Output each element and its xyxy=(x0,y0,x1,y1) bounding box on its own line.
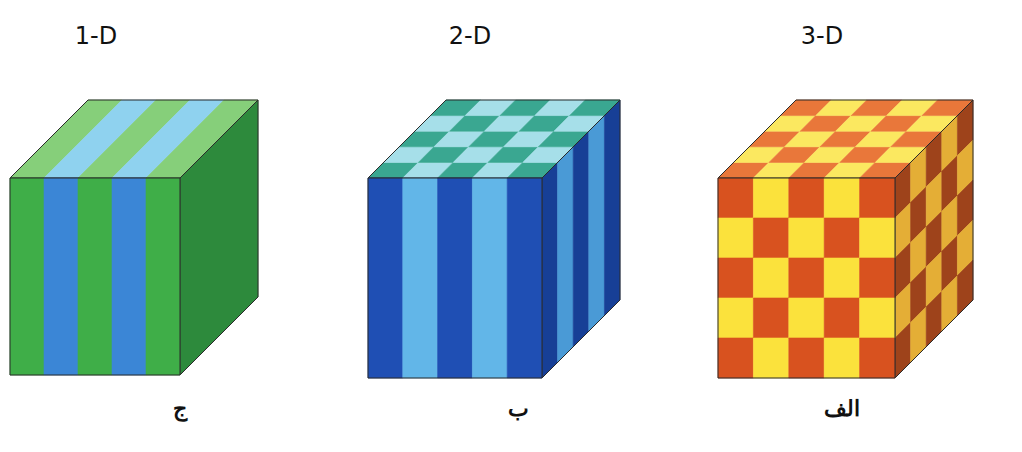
front-face-outline xyxy=(10,178,180,375)
front-face xyxy=(718,178,753,218)
front-face xyxy=(789,298,824,338)
front-face xyxy=(753,258,788,298)
panel-letter: ب xyxy=(508,395,529,421)
two-d-cube xyxy=(368,100,620,378)
front-face xyxy=(824,258,859,298)
front-face xyxy=(10,178,44,375)
side-face xyxy=(558,147,574,363)
front-face xyxy=(753,218,788,258)
front-face xyxy=(472,178,507,378)
front-face xyxy=(718,298,753,338)
side-face xyxy=(589,116,605,332)
front-face xyxy=(507,178,542,378)
front-face xyxy=(146,178,180,375)
front-face xyxy=(789,258,824,298)
front-face xyxy=(824,338,859,378)
front-face xyxy=(860,338,895,378)
one-d-cube xyxy=(10,100,258,375)
front-face xyxy=(789,178,824,218)
front-face xyxy=(789,218,824,258)
front-face xyxy=(860,178,895,218)
front-face-outline xyxy=(718,178,895,378)
front-face xyxy=(718,218,753,258)
front-face xyxy=(718,338,753,378)
dimension-label: 2-D xyxy=(449,22,491,51)
side-face xyxy=(573,131,589,347)
dimension-label: 1-D xyxy=(75,22,117,51)
side-face xyxy=(604,100,620,316)
front-face xyxy=(44,178,78,375)
front-face-outline xyxy=(368,178,542,378)
front-face xyxy=(753,338,788,378)
side-face xyxy=(542,162,558,378)
front-face xyxy=(824,178,859,218)
panel-letter: الف xyxy=(824,395,860,421)
front-face xyxy=(789,338,824,378)
top-face-outline xyxy=(718,100,973,178)
front-face xyxy=(860,218,895,258)
panel-letter: ج xyxy=(173,395,187,421)
front-face xyxy=(860,258,895,298)
three-d-cube xyxy=(718,100,973,378)
front-face xyxy=(403,178,438,378)
front-face xyxy=(753,298,788,338)
front-face xyxy=(438,178,473,378)
top-face xyxy=(146,100,258,178)
front-face xyxy=(368,178,403,378)
top-face-outline xyxy=(368,100,620,178)
front-face xyxy=(112,178,146,375)
dimension-label: 3-D xyxy=(801,22,843,51)
front-face xyxy=(718,258,753,298)
front-face xyxy=(824,298,859,338)
front-face xyxy=(753,178,788,218)
front-face xyxy=(824,218,859,258)
front-face xyxy=(860,298,895,338)
front-face xyxy=(78,178,112,375)
top-face-outline xyxy=(10,100,258,178)
